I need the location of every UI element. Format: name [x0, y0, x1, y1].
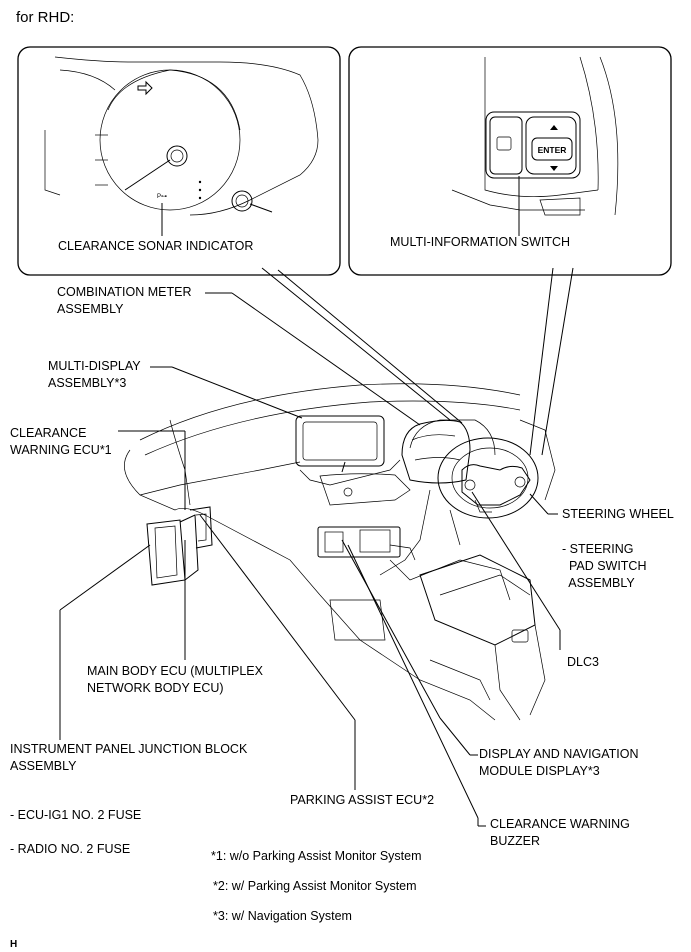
leader-lines [59, 292, 561, 827]
diagram-header: for RHD: [16, 9, 75, 26]
steering-pad-switch-label: - STEERING PAD SWITCH ASSEMBLY [562, 542, 647, 590]
dlc3-label: DLC3 [567, 655, 599, 669]
callout-lines [261, 267, 574, 456]
parking-assist-ecu-label: PARKING ASSIST ECU*2 [290, 793, 435, 807]
main-body-ecu-label: MAIN BODY ECU (MULTIPLEX NETWORK BODY EC… [87, 664, 263, 695]
display-navigation-module-label: DISPLAY AND NAVIGATION MODULE DISPLAY*3 [479, 747, 639, 778]
figure-code: H [10, 939, 18, 950]
dashboard-illustration [124, 383, 556, 721]
combination-meter-label: COMBINATION METER ASSEMBLY [57, 285, 192, 316]
multi-information-switch-label: MULTI-INFORMATION SWITCH [390, 235, 571, 249]
multi-display-label: MULTI-DISPLAY ASSEMBLY*3 [48, 359, 141, 390]
enter-button-text: ENTER [538, 145, 567, 155]
svg-text:P⊶: P⊶ [157, 194, 167, 200]
ecu-ig1-fuse-label: - ECU-IG1 NO. 2 FUSE [10, 808, 142, 822]
switch-inset: ENTER [348, 46, 672, 276]
clearance-warning-buzzer-label: CLEARANCE WARNING BUZZER [490, 817, 630, 848]
meter-inset: P⊶ [17, 46, 341, 276]
radio-fuse-label: - RADIO NO. 2 FUSE [10, 842, 131, 856]
clearance-warning-ecu-label: CLEARANCE WARNING ECU*1 [10, 426, 112, 457]
clearance-sonar-indicator-label: CLEARANCE SONAR INDICATOR [58, 239, 254, 253]
steering-wheel-label: STEERING WHEEL [562, 507, 674, 521]
footnote-3: *3: w/ Navigation System [213, 909, 352, 923]
footnote-1: *1: w/o Parking Assist Monitor System [211, 849, 422, 863]
footnote-2: *2: w/ Parking Assist Monitor System [213, 879, 417, 893]
instrument-panel-junction-block-label: INSTRUMENT PANEL JUNCTION BLOCK ASSEMBLY [10, 742, 248, 773]
